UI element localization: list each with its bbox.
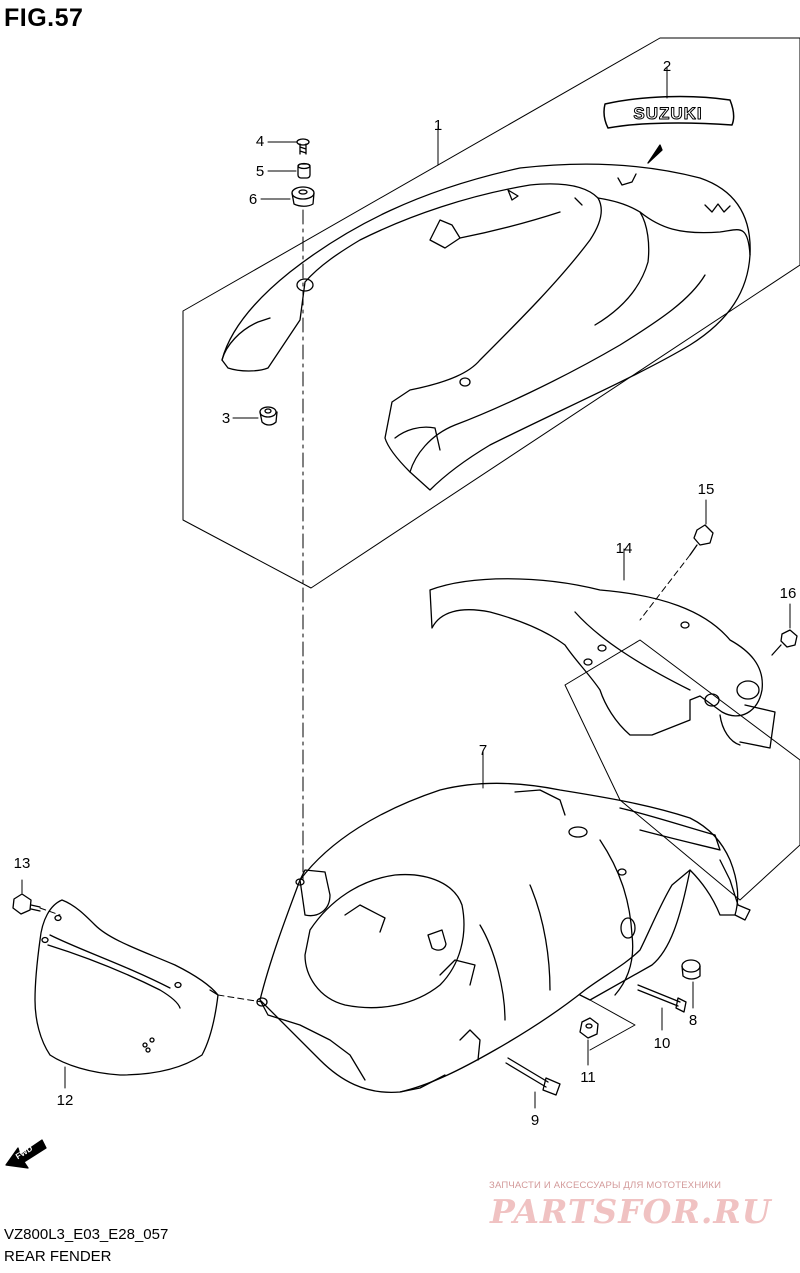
nut-11[interactable] [579,1017,599,1039]
cushion-6[interactable] [291,186,315,207]
screw-13[interactable] [12,893,41,915]
emblem-pointer-arrow [647,144,663,164]
cushion-8[interactable] [681,959,701,980]
callout-10: 10 [653,1035,671,1052]
side-cover-12[interactable] [34,899,219,1076]
bolt-10[interactable] [637,984,687,1013]
rear-fender[interactable] [256,782,751,1094]
callout-8: 8 [688,1012,698,1029]
license-plate-bracket[interactable] [429,578,800,901]
callout-9: 9 [530,1112,540,1129]
callout-4: 4 [255,133,265,150]
bolt-15[interactable] [689,524,714,556]
callout-16: 16 [779,585,797,602]
callout-7: 7 [478,742,488,759]
callout-11: 11 [580,1069,596,1086]
screw-4[interactable] [296,138,310,155]
callout-13: 13 [13,855,31,872]
screw-13-line [39,907,61,916]
bolt-15-line [639,554,691,621]
bolt-9[interactable] [505,1057,561,1096]
cushion-3[interactable] [259,406,278,426]
callout-2: 2 [662,58,672,75]
callout-15: 15 [697,481,715,498]
forward-direction-arrow [5,1139,47,1169]
callout-12: 12 [56,1092,74,1109]
callout-1: 1 [433,117,443,134]
emblem-text: SUZUKI [633,104,702,123]
watermark-tagline: ЗАПЧАСТИ И АКСЕССУАРЫ ДЛЯ МОТОТЕХНИКИ [489,1180,722,1191]
leader-lines [21,66,791,1109]
cover-12-line [217,994,263,1003]
callout-6: 6 [248,191,258,208]
callout-14: 14 [615,540,633,557]
watermark-brand: PARTSFOR.RU [490,1192,772,1231]
bolt-16[interactable] [771,629,798,656]
callout-3: 3 [221,410,231,427]
spacer-5[interactable] [297,162,311,179]
tail-cover-group-frame [182,37,800,589]
model-code: VZ800L3_E03_E28_057 [4,1226,169,1243]
seat-tail-cover[interactable] [221,163,751,491]
callout-5: 5 [255,163,265,180]
fender-part-frame [589,999,636,1051]
section-name: REAR FENDER [4,1248,112,1265]
figure-title: FIG.57 [4,4,84,32]
suzuki-emblem[interactable]: SUZUKI [603,95,735,164]
